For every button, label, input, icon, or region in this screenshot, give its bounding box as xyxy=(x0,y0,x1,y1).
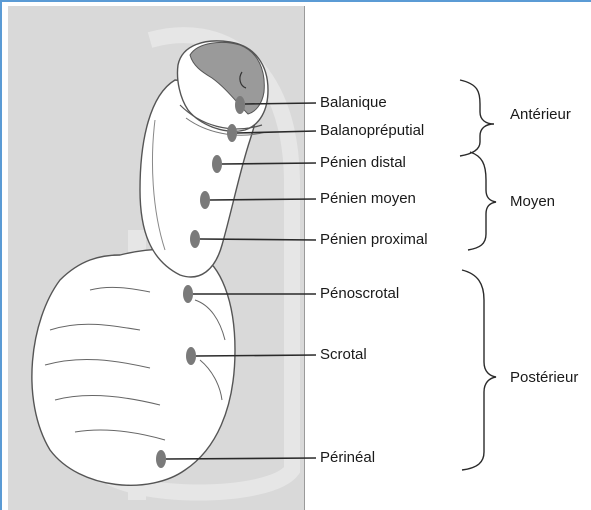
group-label-anterieur: Antérieur xyxy=(510,106,571,124)
leader-line-penien-distal xyxy=(222,163,316,164)
label-penien-distal: Pénien distal xyxy=(320,154,406,172)
dot-balanique xyxy=(235,96,245,114)
dot-penoscrotal xyxy=(183,285,193,303)
label-penien-moyen: Pénien moyen xyxy=(320,190,416,208)
group-braces xyxy=(460,80,496,470)
leader-line-perineal xyxy=(166,458,316,459)
leader-line-scrotal xyxy=(196,355,316,356)
brace-anterieur xyxy=(460,80,494,156)
dot-penien-moyen xyxy=(200,191,210,209)
group-label-moyen: Moyen xyxy=(510,193,555,211)
label-perineal: Périnéal xyxy=(320,449,375,467)
dot-penien-distal xyxy=(212,155,222,173)
leader-line-penien-proximal xyxy=(200,239,316,240)
scrotum-shape xyxy=(32,249,235,485)
dot-penien-proximal xyxy=(190,230,200,248)
label-penoscrotal: Pénoscrotal xyxy=(320,285,399,303)
leader-line-penien-moyen xyxy=(210,199,316,200)
group-label-posterieur: Postérieur xyxy=(510,369,578,387)
label-scrotal: Scrotal xyxy=(320,346,367,364)
label-balanopreputial: Balanopréputial xyxy=(320,122,424,140)
label-penien-proximal: Pénien proximal xyxy=(320,231,428,249)
dot-perineal xyxy=(156,450,166,468)
brace-posterieur xyxy=(462,270,496,470)
leader-line-balanique xyxy=(245,103,316,104)
brace-moyen xyxy=(468,152,496,250)
label-balanique: Balanique xyxy=(320,94,387,112)
dot-balanopreputial xyxy=(227,124,237,142)
dot-scrotal xyxy=(186,347,196,365)
